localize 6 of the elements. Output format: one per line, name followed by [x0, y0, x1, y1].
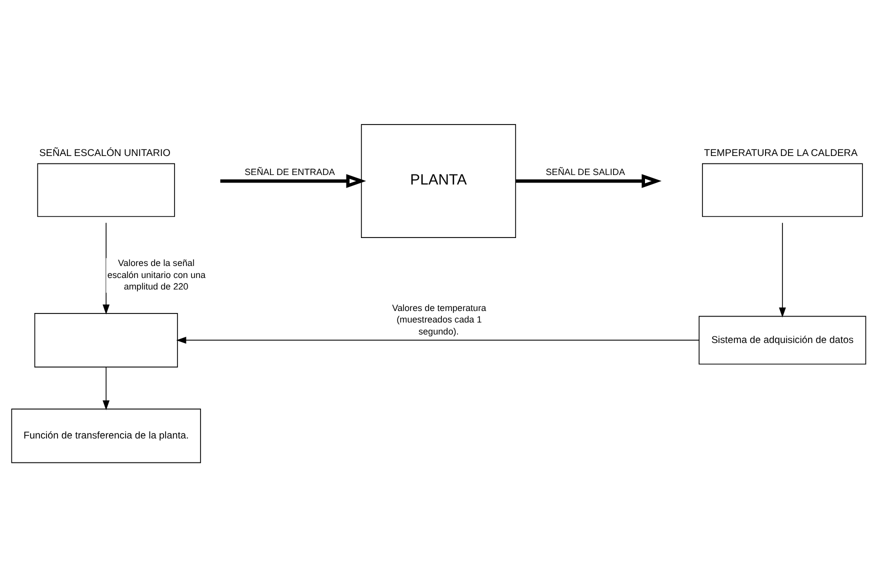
node-label: TEMPERATURA DE LA CALDERA [704, 148, 858, 159]
node-label: SEÑAL ESCALÓN UNITARIO [39, 148, 170, 159]
edge-label: SEÑAL DE SALIDA [546, 167, 626, 178]
edge-label: Valores de temperatura (muestreados cada 1 segundo). [392, 303, 486, 336]
edge-label: Valores de la señal escalón unitario con una amplitud de 220 [107, 258, 206, 292]
edge-label: SEÑAL DE ENTRADA [244, 167, 335, 178]
